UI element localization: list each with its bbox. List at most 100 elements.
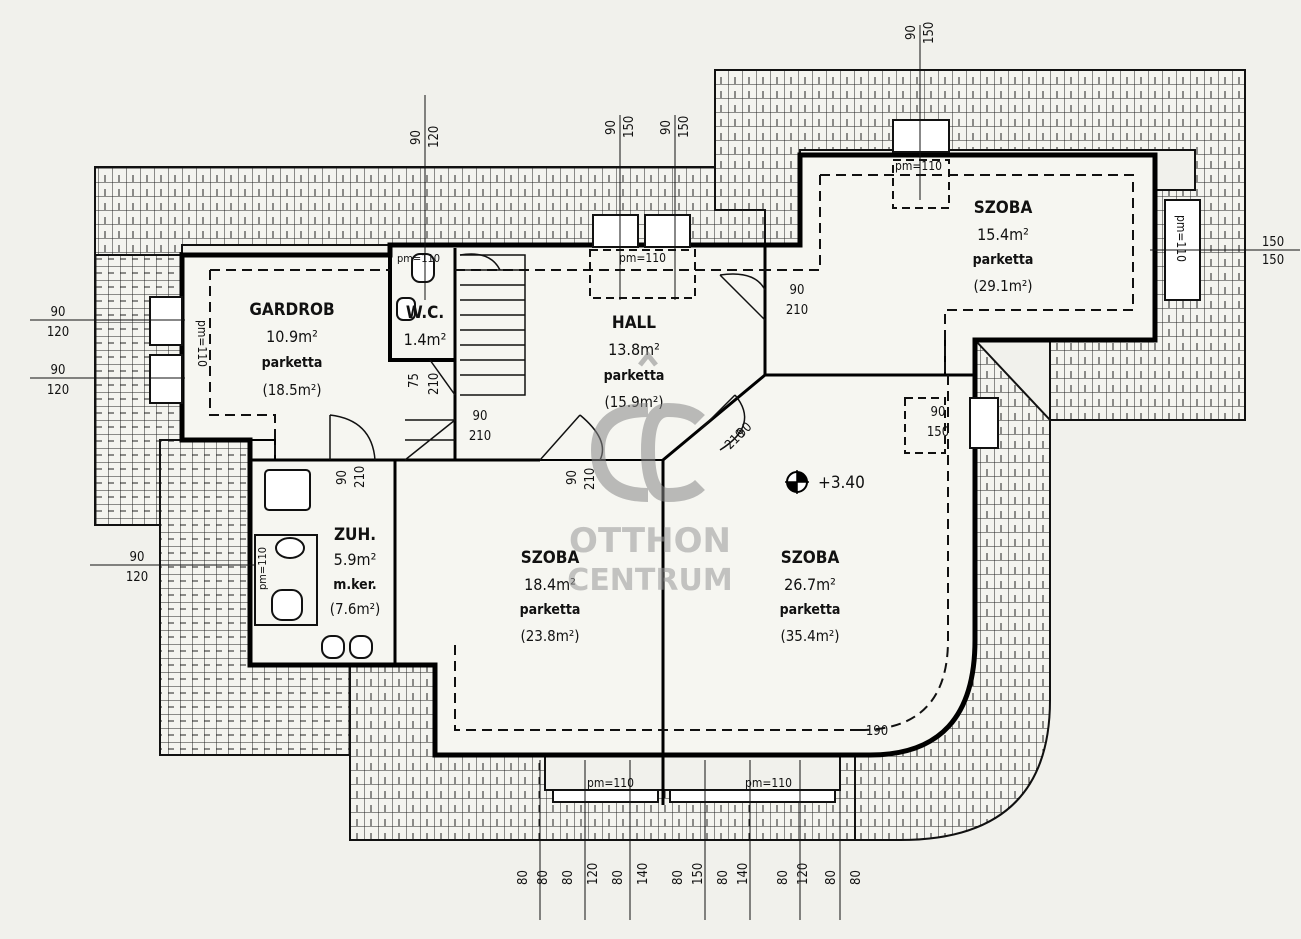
room-hall: HALL 13.8m² parketta (15.9m²) (604, 313, 665, 411)
dim-label: 190 (866, 724, 888, 739)
dim-label: 80 (536, 870, 551, 885)
room-area: 15.4m² (977, 225, 1029, 244)
dim-label: 210 (353, 466, 368, 488)
watermark-logo-icon (590, 350, 705, 503)
window-note: pm=110 (1174, 215, 1188, 262)
room-wc: W.C. 1.4m² (404, 303, 447, 349)
dim-label: 210 (786, 303, 808, 318)
room-floor: parketta (973, 252, 1034, 268)
room-area: 10.9m² (266, 327, 318, 346)
window-notes: pm=110 pm=110 pm=110 pm=110 pm=110 pm=11… (195, 159, 1188, 790)
roof-top-right (714, 69, 1246, 421)
dim-label: 150 (1262, 235, 1284, 250)
dim-label: 150 (691, 863, 706, 885)
room-floor: parketta (604, 368, 665, 384)
dim-label: 90 (409, 130, 424, 145)
dim-label: 90 (335, 470, 350, 485)
room-szoba-ne: SZOBA 15.4m² parketta (29.1m²) (973, 198, 1034, 295)
dim-label: 90 (931, 405, 946, 420)
dim-label: 80 (716, 870, 731, 885)
stairs (404, 253, 526, 461)
room-floor: m.ker. (333, 577, 376, 593)
room-name: SZOBA (521, 548, 580, 568)
room-szoba-se: SZOBA 26.7m² parketta (35.4m²) (780, 548, 841, 645)
fixtures (254, 253, 435, 659)
roof-top-left (94, 166, 801, 256)
room-name: HALL (612, 313, 656, 333)
room-area: 5.9m² (334, 550, 377, 569)
dim-label: 210 (583, 468, 598, 490)
level-marker: +3.40 (785, 470, 865, 494)
bath-counter (254, 534, 318, 626)
dim-label: 150 (677, 116, 692, 138)
dim-label: 140 (736, 863, 751, 885)
room-gardrob: GARDROB 10.9m² parketta (18.5m²) (249, 300, 334, 399)
dim-label: 210 (469, 429, 491, 444)
wc-basin (396, 297, 416, 321)
dimension-lines (30, 25, 1300, 920)
dim-label: 90 (790, 283, 805, 298)
room-name: W.C. (406, 303, 444, 323)
dim-label: 150 (922, 22, 937, 44)
windows (149, 119, 1201, 803)
watermark-line2: CENTRUM (567, 563, 732, 598)
dim-label: 90 (565, 470, 580, 485)
room-szoba-mid: SZOBA 18.4m² parketta (23.8m²) (520, 548, 581, 645)
dim-label: 80 (671, 870, 686, 885)
dim-label: 90 (604, 120, 619, 135)
room-name: GARDROB (249, 300, 334, 320)
dim-label: 90 (904, 25, 919, 40)
dim-label: 150 (1262, 253, 1284, 268)
dim-label: 90 (51, 305, 66, 320)
watermark-line1: OTTHON (569, 521, 731, 561)
dim-label: 150 (927, 425, 949, 440)
dim-label: 75 (407, 373, 422, 388)
room-floor: parketta (780, 602, 841, 618)
room-name: SZOBA (974, 198, 1033, 218)
window-note: pm=110 (895, 159, 942, 173)
room-area: 18.4m² (524, 575, 576, 594)
dim-label: 120 (126, 570, 148, 585)
watermark: OTTHON CENTRUM (567, 350, 733, 598)
room-floor: parketta (520, 602, 581, 618)
dim-label: 90 (473, 409, 488, 424)
room-total: (7.6m²) (330, 600, 381, 618)
bidet (271, 589, 303, 621)
dim-label: 120 (47, 383, 69, 398)
room-total: (23.8m²) (520, 627, 579, 645)
dim-label: 120 (427, 126, 442, 148)
wc-toilet (411, 253, 435, 283)
dim-label: 120 (47, 325, 69, 340)
dim-label: 150 (622, 116, 637, 138)
dim-label: 90 (51, 363, 66, 378)
dim-label: 80 (849, 870, 864, 885)
room-total: (18.5m²) (262, 381, 321, 399)
dim-label: 80 (611, 870, 626, 885)
dim-label: 120 (796, 863, 811, 885)
room-area: 26.7m² (784, 575, 836, 594)
shower-tray (264, 469, 311, 511)
room-area: 13.8m² (608, 340, 660, 359)
dim-label: 80 (776, 870, 791, 885)
dim-label: 120 (586, 863, 601, 885)
washbasin-2 (349, 635, 373, 659)
room-total: (35.4m²) (780, 627, 839, 645)
room-name: SZOBA (781, 548, 840, 568)
dim-label: 90 (130, 550, 145, 565)
washbasin-1 (321, 635, 345, 659)
room-total: (29.1m²) (973, 277, 1032, 295)
room-total: (15.9m²) (604, 393, 663, 411)
window-note: pm=110 (619, 251, 666, 265)
room-name: ZUH. (334, 525, 376, 545)
dim-label: 80 (516, 870, 531, 885)
dim-label: 80 (824, 870, 839, 885)
window-note: pm=110 (256, 547, 269, 590)
window-note: pm=110 (587, 776, 634, 790)
dim-label: 210 (427, 373, 442, 395)
room-area: 1.4m² (404, 330, 447, 349)
window-note: pm=110 (745, 776, 792, 790)
room-zuh: ZUH. 5.9m² m.ker. (7.6m²) (330, 525, 381, 618)
bath-toilet (275, 537, 305, 559)
